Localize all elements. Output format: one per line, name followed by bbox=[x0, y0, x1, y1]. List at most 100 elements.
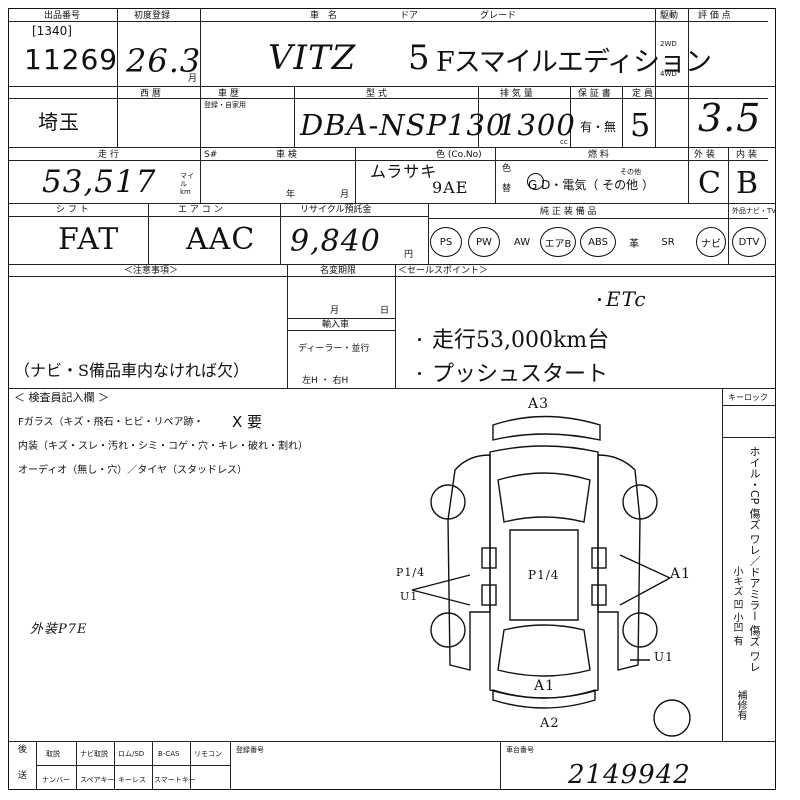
warranty-label: 保 証 書 bbox=[578, 89, 611, 99]
sequence-label: 西 暦 bbox=[140, 89, 161, 99]
bottom-row2-head: 送 bbox=[18, 771, 28, 781]
damage-left-door: P1/4 bbox=[396, 566, 426, 579]
first-reg-value: 26.3 bbox=[126, 42, 202, 80]
exterior-value: C bbox=[698, 166, 722, 201]
damage-side-note: 外装P7E bbox=[30, 622, 88, 637]
color-label: 色 (Co.No) bbox=[436, 150, 482, 160]
mileage-unit: マイル km bbox=[180, 172, 194, 196]
color-name-value: ムラサキ bbox=[370, 162, 438, 181]
damage-roof: P1/4 bbox=[528, 568, 560, 582]
inspector-glass-note: X 要 bbox=[232, 413, 263, 431]
yen-unit: 円 bbox=[404, 250, 414, 260]
recycle-label: リサイクル預託金 bbox=[300, 205, 372, 215]
bullet-dot bbox=[418, 338, 421, 341]
ruling bbox=[622, 86, 623, 147]
equipment-aw: AW bbox=[513, 236, 531, 248]
ruling bbox=[722, 405, 776, 406]
drive-4wd: 4WD bbox=[660, 70, 677, 78]
grade-value: Fスマイルエディション bbox=[436, 47, 712, 78]
doors-value: 5 bbox=[408, 38, 431, 78]
ruling bbox=[8, 276, 776, 277]
recycle-value: 9,840 bbox=[290, 224, 381, 259]
inspector-title: ＜ 検査員記入欄 ＞ bbox=[14, 391, 109, 404]
legend-scratch-dent: 小キズ 凹 小凹 有 bbox=[731, 566, 742, 646]
ruling bbox=[8, 160, 768, 161]
ruling bbox=[722, 437, 776, 438]
warranty-value: 有・無 bbox=[580, 120, 617, 134]
notes-text: （ナビ・S備品車内なければ欠） bbox=[14, 361, 249, 380]
legend-wheel-mirror: ホイル・CP 傷ズ ワレ／ドアミラー 傷ズ ワレ bbox=[748, 446, 761, 673]
equipment-navi: ナビ bbox=[696, 227, 726, 257]
car-name-label: 車 名 bbox=[310, 11, 338, 21]
aircon-label: エ ア コ ン bbox=[178, 205, 223, 215]
cc-unit: cc bbox=[560, 138, 568, 146]
item-manual: 取説 bbox=[46, 750, 60, 758]
ruling bbox=[287, 264, 288, 388]
ruling bbox=[428, 203, 429, 264]
mileage-label: 走 行 bbox=[98, 150, 119, 160]
ruling bbox=[8, 147, 776, 148]
lot-number: 11269 bbox=[24, 43, 119, 76]
inspector-glass: Fガラス（キズ・飛石・ヒビ・リペア跡・ bbox=[18, 417, 204, 428]
chassis-label: 車台番号 bbox=[506, 746, 534, 754]
name-change-month: 月 bbox=[330, 306, 340, 316]
damage-rear: A1 bbox=[534, 678, 556, 694]
ruling bbox=[230, 741, 231, 790]
ruling bbox=[8, 98, 768, 99]
damage-right-lower: U1 bbox=[654, 650, 674, 664]
mileage-value: 53,517 bbox=[42, 164, 157, 200]
damage-rear-bumper: A2 bbox=[540, 716, 560, 731]
displacement-label: 排 気 量 bbox=[500, 89, 533, 99]
ruling bbox=[355, 147, 356, 203]
ruling bbox=[8, 21, 768, 22]
ruling bbox=[495, 147, 496, 203]
equipment-sunroof: SR bbox=[661, 236, 675, 248]
ruling bbox=[36, 765, 230, 766]
item-remote: リモコン bbox=[194, 750, 222, 758]
damage-right: A1 bbox=[670, 566, 692, 582]
ruling bbox=[117, 8, 118, 147]
region-value: 埼玉 bbox=[38, 110, 80, 134]
ruling bbox=[200, 8, 201, 147]
lot-no-label: 出品番号 bbox=[44, 11, 81, 21]
inspector-interior: 内装（キズ・スレ・汚れ・シミ・コゲ・穴・キレ・破れ・割れ） bbox=[18, 441, 308, 452]
item-bcas: B-CAS bbox=[158, 750, 180, 758]
equipment-dtv: DTV bbox=[732, 227, 766, 257]
ruling bbox=[655, 8, 656, 147]
inspection-label: 車 検 bbox=[276, 150, 297, 160]
bullet-dot bbox=[598, 298, 601, 301]
sales-point-mileage: 走行53,000km台 bbox=[432, 328, 610, 353]
lot-prefix: [1340] bbox=[32, 24, 72, 38]
interior-value: B bbox=[736, 166, 760, 201]
ruling bbox=[570, 86, 571, 147]
name-change-label: 名変期限 bbox=[320, 266, 357, 276]
ruling bbox=[8, 388, 776, 389]
grade-label: グレード bbox=[480, 11, 517, 21]
s-number-label: S# bbox=[204, 150, 218, 160]
inspector-audio-tire: オーディオ（無し・穴）／タイヤ（スタッドレス） bbox=[18, 465, 247, 476]
registration-label: 登録番号 bbox=[236, 746, 264, 754]
interior-label: 内 装 bbox=[736, 150, 757, 160]
doors-label: ドア bbox=[400, 11, 419, 21]
color-change-mark: 替 bbox=[502, 184, 512, 194]
ruling bbox=[500, 741, 501, 790]
car-name-value: VITZ bbox=[268, 38, 357, 78]
fuel-label: 燃 料 bbox=[588, 150, 609, 160]
equipment-label: 純 正 装 備 品 bbox=[540, 207, 597, 217]
import-steering: 左H ・ 右H bbox=[302, 376, 349, 386]
model-label: 型 式 bbox=[366, 89, 387, 99]
shift-label: シ フ ト bbox=[56, 205, 89, 215]
capacity-label: 定 員 bbox=[632, 89, 653, 99]
equipment-airbag: エアB bbox=[540, 227, 576, 257]
ruling bbox=[478, 86, 479, 147]
ruling bbox=[200, 147, 201, 203]
sales-point-etc: ETc bbox=[606, 287, 647, 311]
chassis-number: 2149942 bbox=[568, 760, 691, 790]
reg-type-sub: 登録・自家用 bbox=[204, 101, 246, 109]
equipment-abs: ABS bbox=[580, 227, 616, 257]
fuel-other-hint: その他 bbox=[620, 168, 641, 176]
equipment-ps: PS bbox=[430, 227, 462, 257]
key-lock-label: キーロック bbox=[728, 393, 768, 402]
item-spare-key: スペアキー bbox=[80, 776, 115, 784]
